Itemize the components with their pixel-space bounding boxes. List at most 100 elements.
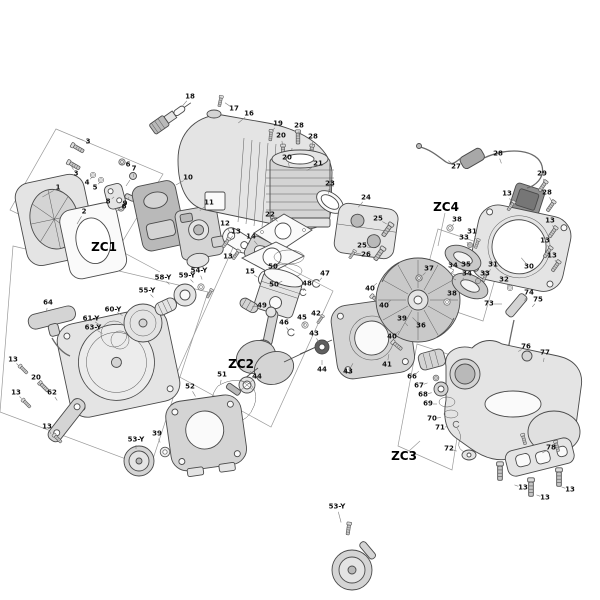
spark-plug-cap [459, 147, 485, 170]
cylinder [266, 149, 334, 228]
cap-tether [456, 427, 477, 461]
part-callout: 34 [462, 270, 472, 278]
part-callout: 69 [423, 400, 433, 408]
bracket-bolt [20, 397, 32, 409]
callout-leader-lines [16, 100, 566, 523]
leader-line [542, 450, 547, 454]
part-callout: 43 [343, 368, 353, 376]
clutch-nut [467, 242, 473, 248]
part-callout: 10 [183, 174, 193, 182]
part-callout: 59-Y [179, 272, 197, 280]
cap-ring [438, 396, 456, 408]
zone-label-zc1: ZC1 [91, 240, 117, 254]
leader-line [466, 241, 469, 245]
part-callout: 13 [540, 494, 550, 502]
leader-line [453, 450, 457, 452]
connecting-rod-crankshaft [225, 306, 333, 396]
part-callout: 64 [43, 299, 53, 307]
leader-line [49, 431, 52, 435]
part-callout: 28 [493, 150, 503, 158]
leader-line [117, 312, 123, 316]
leader-line [524, 297, 527, 301]
rewind-spring [154, 297, 177, 316]
part-callout: 66 [407, 373, 417, 381]
part-callout: 21 [313, 160, 323, 168]
leader-line [253, 240, 258, 245]
starter-ratchet-drum [123, 445, 155, 477]
part-callout: 71 [435, 424, 445, 432]
leader-line [552, 225, 555, 229]
clutch-nut [475, 278, 481, 284]
part-callout: 5 [93, 184, 98, 192]
tank-bolt [527, 477, 535, 497]
part-callout: 20 [276, 132, 286, 140]
part-callout: 36 [416, 322, 426, 330]
leader-line [521, 257, 527, 264]
fuel-tank [444, 340, 583, 464]
leader-line [356, 253, 362, 255]
cap-disc [433, 381, 449, 397]
leader-line [46, 307, 48, 312]
pin-circlip [299, 288, 307, 296]
cover-screw [69, 141, 86, 155]
leader-line [253, 274, 258, 278]
part-callout: 32 [499, 276, 509, 284]
part-callout: 4 [85, 179, 90, 187]
starter-washer [197, 283, 205, 291]
part-callout: 13 [11, 389, 21, 397]
leader-line [427, 392, 432, 394]
part-callout: 58-Y [155, 274, 173, 282]
part-callout: 60-Y [105, 306, 123, 314]
part-callout: 61-Y [83, 315, 101, 323]
leader-line [499, 158, 502, 164]
leader-line [111, 196, 115, 200]
part-callout: 17 [229, 105, 239, 113]
leader-line [547, 245, 550, 249]
part-callout: 33 [459, 234, 469, 242]
part-callout: 20 [31, 374, 41, 382]
leader-line [415, 370, 420, 375]
part-callout: 14 [246, 233, 256, 241]
leader-line [561, 486, 566, 489]
part-callout: 68 [418, 391, 428, 399]
leader-line [412, 317, 418, 323]
leader-line [422, 272, 426, 276]
leader-line [199, 205, 206, 211]
leader-line [229, 235, 234, 240]
leader-line [94, 321, 101, 326]
leader-line [382, 221, 387, 225]
leader-line [358, 201, 364, 208]
part-callout: 26 [361, 251, 371, 259]
leader-line [449, 298, 451, 302]
leader-line [200, 275, 203, 280]
leader-line [488, 269, 491, 273]
part-callout: 6 [122, 203, 127, 211]
leader-line [249, 370, 254, 375]
part-callout: 9 [123, 200, 128, 208]
leader-line [444, 426, 448, 428]
part-callout: 75 [533, 296, 543, 304]
leader-line [474, 236, 477, 240]
leader-line [175, 180, 184, 186]
choke-plate [103, 183, 127, 210]
leader-line [288, 162, 290, 167]
leader-line [38, 381, 41, 385]
part-callout: 44 [252, 373, 262, 381]
part-callout: 44 [317, 366, 327, 374]
part-callout: 31 [467, 228, 477, 236]
leader-line [70, 165, 74, 170]
leader-line [190, 279, 194, 283]
piston [253, 268, 304, 319]
leader-line [338, 511, 342, 523]
part-callout: 76 [521, 343, 531, 351]
leader-line [76, 216, 82, 225]
leader-line [220, 379, 222, 384]
part-callout: 12 [220, 220, 230, 228]
part-callout: 49 [257, 302, 267, 310]
tank-bolt [555, 467, 563, 487]
part-callout: 13 [547, 252, 557, 260]
flywheel [375, 257, 461, 343]
part-callout: 13 [502, 190, 512, 198]
leader-line [514, 484, 519, 487]
